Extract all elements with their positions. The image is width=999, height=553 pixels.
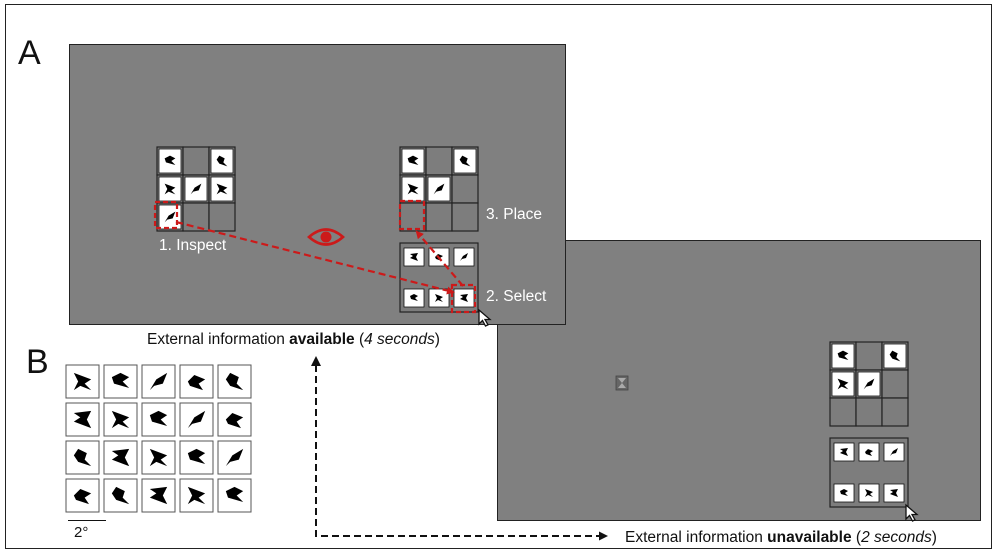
- caption-available: External information available (4 second…: [147, 331, 440, 348]
- grid-cell: [855, 397, 883, 427]
- grid-cell: [881, 369, 909, 399]
- mouse-cursor-icon: [478, 308, 492, 327]
- grid-cell: [855, 341, 883, 371]
- grid-cell: [399, 202, 427, 232]
- scale-label: 2°: [74, 524, 89, 541]
- grid-cell: [182, 202, 210, 232]
- screen-available: [69, 44, 566, 325]
- arrow-select-to-place: [415, 230, 464, 287]
- grid-cell: [182, 146, 210, 176]
- stimulus-tile: [141, 478, 176, 513]
- caption-unavailable: External information unavailable (2 seco…: [625, 529, 937, 546]
- panel-label-b: B: [26, 343, 49, 381]
- arrow-available-to-unavailable: [315, 365, 608, 541]
- grid-cell: [425, 202, 453, 232]
- highlight-box: [398, 199, 426, 231]
- grid-cell: [451, 174, 479, 204]
- panel-label-a: A: [18, 34, 41, 72]
- step-inspect-label: 1. Inspect: [159, 237, 227, 254]
- step-place-label: 3. Place: [486, 206, 543, 223]
- grid-cell: [451, 202, 479, 232]
- step-select-label: 2. Select: [486, 288, 547, 305]
- mouse-cursor-icon: [905, 503, 919, 522]
- figure-frame: [5, 4, 992, 549]
- arrow-inspect-to-select: [175, 220, 455, 295]
- grid-cell: [881, 397, 909, 427]
- scale-bar: [68, 520, 106, 521]
- grid-cell: [208, 202, 236, 232]
- hourglass-icon: [615, 375, 629, 391]
- eye-icon: [307, 228, 345, 246]
- arrow-up-head: [311, 356, 321, 366]
- grid-cell: [425, 146, 453, 176]
- highlight-box: [153, 200, 179, 230]
- grid-cell: [829, 397, 857, 427]
